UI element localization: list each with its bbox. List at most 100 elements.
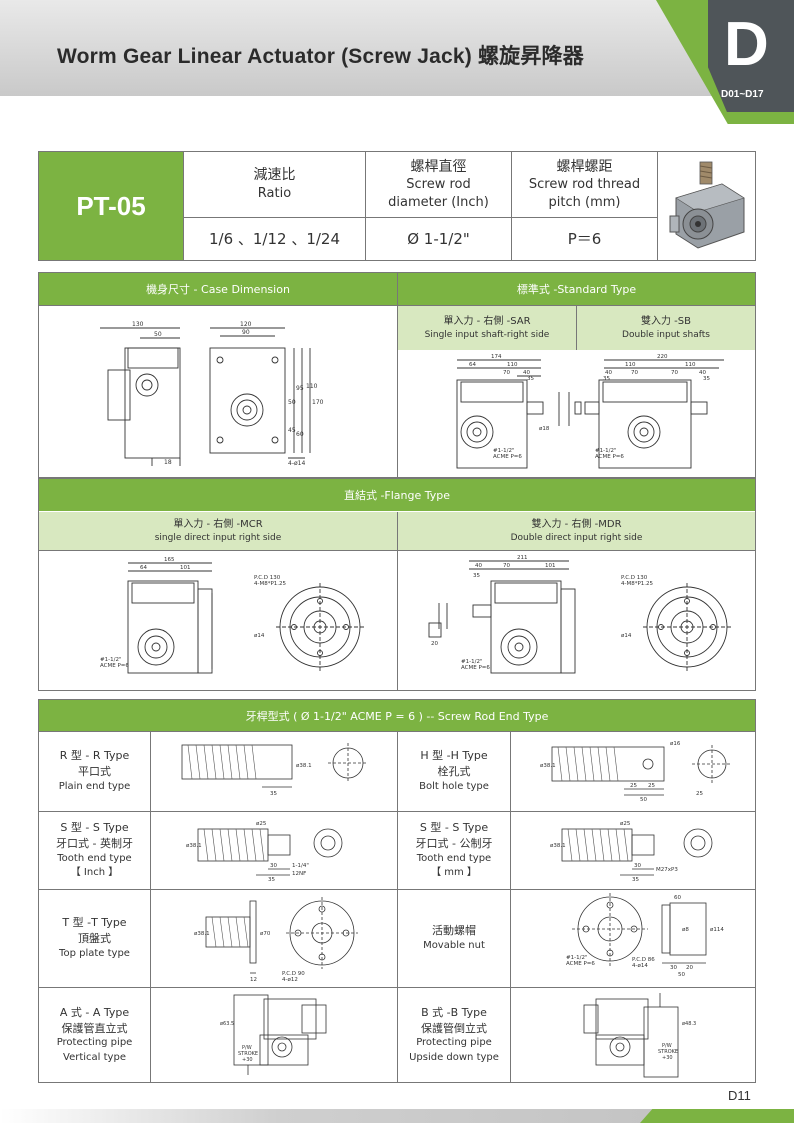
s-mm-dim: 30 [634, 863, 641, 869]
b-type-dim: P/W [662, 1043, 672, 1049]
mdr-label-en: Double direct input right side [510, 532, 643, 543]
b-type-dim: ø48.3 [682, 1021, 696, 1027]
header-band [0, 0, 794, 96]
divider [39, 731, 755, 732]
r-type-dim: 35 [270, 791, 277, 797]
case-dim-label: 45 [288, 427, 296, 434]
mdr-dim-label: 70 [503, 563, 510, 569]
t-type-dim: 4-ø12 [282, 977, 298, 983]
rod-type-en: Movable nut [423, 940, 485, 952]
s-inch-drawing: ø38.1 ø25 30 35 1-1/4" 12NF [186, 821, 343, 883]
h-type-dim: 25 [630, 783, 637, 789]
sb-dim-label: 220 [657, 354, 668, 360]
section-tab [708, 0, 794, 112]
h-type-dim: ø38.1 [540, 763, 556, 769]
sb-dim-label: #1-1/2" [595, 448, 616, 454]
sb-label-zh: 雙入力 -SB [641, 315, 691, 327]
rod-type-en: Protecting pipe [56, 1037, 133, 1049]
sb-dim-label: 35 [603, 376, 610, 382]
divider [39, 550, 755, 551]
rod-type-code: S 型 - S Type [60, 821, 129, 835]
ratio-header: 減速比 Ratio [183, 152, 365, 218]
case-dim-label: 18 [164, 459, 172, 466]
s-inch-dim: ø25 [256, 821, 267, 827]
mdr-dim-label: 4-M8*P1.25 [621, 581, 654, 587]
case-dim-label: 50 [154, 331, 162, 338]
sb-dim-label: 40 [605, 370, 612, 376]
mdr-dim-label: 211 [517, 555, 528, 561]
case-dim-label: 120 [240, 321, 252, 328]
nut-dim: 60 [674, 895, 681, 901]
rod-type-zh: 保護管倒立式 [421, 1021, 487, 1035]
divider [397, 512, 398, 690]
page-code: D11 [728, 1088, 751, 1103]
case-dim-label: 4-ø14 [288, 460, 305, 467]
case-dim-label: 60 [296, 431, 304, 438]
rod-type-label: A 式 - A Type 保護管直立式 Protecting pipe Vert… [39, 988, 150, 1082]
rod-type-zh: 栓孔式 [437, 765, 471, 779]
rod-type-zh: 平口式 [78, 765, 111, 779]
rod-type-en: Plain end type [58, 781, 131, 793]
diameter-value: Ø 1-1/2" [365, 218, 511, 260]
s-inch-dim: 30 [270, 863, 277, 869]
mdr-label: 雙入力 - 右側 -MDR Double direct input right … [398, 512, 755, 550]
ratio-header-en: Ratio [257, 186, 292, 202]
rod-type-code: 活動螺帽 [432, 924, 476, 938]
nut-dim: 30 [670, 965, 677, 971]
divider [397, 731, 398, 1082]
a-type-dim: P/W [242, 1045, 252, 1051]
rod-type-code: R 型 - R Type [59, 749, 130, 763]
t-type-dim: ø38.1 [194, 931, 210, 937]
divider [39, 305, 755, 306]
t-type-drawing: ø38.1 ø70 12 P.C.D 90 4-ø12 [194, 897, 358, 983]
s-mm-dim: M27xP3 [656, 867, 678, 873]
mdr-drawing: 211 40 70 101 35 20 P.C.D 130 4-M8*P1.25… [428, 555, 731, 674]
sar-label: 單入力 - 右側 -SAR Single input shaft-right s… [398, 306, 576, 350]
page-title: Worm Gear Linear Actuator (Screw Jack) 螺… [57, 45, 584, 68]
r-type-dim: ø38.1 [296, 763, 312, 769]
mcr-dim-label: ø14 [254, 633, 265, 639]
footer-accent [640, 1109, 794, 1123]
rod-type-en2: Upside down type [409, 1051, 499, 1063]
sb-dim-label: 110 [625, 362, 636, 368]
diameter-header-en1: Screw rod [406, 177, 471, 193]
mdr-dim-label: 40 [475, 563, 482, 569]
flange-type-title: 直結式 -Flange Type [39, 479, 755, 511]
t-type-dim: P.C.D 90 [282, 971, 305, 977]
rod-type-zh: 頂盤式 [78, 932, 111, 946]
nut-dim: 50 [678, 972, 685, 978]
rod-type-en2: 【 mm 】 [431, 867, 477, 879]
rod-type-zh: 牙口式 - 英制牙 [56, 837, 133, 850]
sar-dim-label: 64 [469, 362, 476, 368]
mdr-dim-label: ø14 [621, 633, 632, 639]
rod-type-label: T 型 -T Type 頂盤式 Top plate type [39, 890, 150, 987]
sb-dim-label: 70 [631, 370, 638, 376]
mdr-label-zh: 雙入力 - 右側 -MDR [531, 518, 622, 530]
ratio-value: 1/6 、1/12 、1/24 [183, 218, 365, 260]
rod-type-zh: 保護管直立式 [61, 1021, 128, 1035]
rod-type-label: S 型 - S Type 牙口式 - 英制牙 Tooth end type 【 … [39, 812, 150, 889]
mdr-dim-label: P.C.D 130 [621, 575, 648, 581]
s-mm-dim: ø25 [620, 821, 631, 827]
standard-type-title: 標準式 -Standard Type [398, 273, 755, 305]
mdr-dim-label: ACME P=6 [461, 665, 490, 671]
pitch-header-en1: Screw rod thread [528, 177, 641, 193]
t-type-dim: 12 [250, 977, 257, 983]
divider [397, 273, 398, 477]
rod-type-title: 牙桿型式 ( Ø 1-1/2" ACME P = 6 ) -- Screw Ro… [39, 700, 755, 731]
h-type-dim: 25 [648, 783, 655, 789]
b-type-dim: STROKE [658, 1049, 678, 1055]
mcr-label: 單入力 - 右側 -MCR single direct input right … [39, 512, 397, 550]
b-type-drawing: ø48.3 P/W STROKE +30 [583, 993, 696, 1078]
mdr-dim-label: 101 [545, 563, 556, 569]
rod-type-code: H 型 -H Type [420, 749, 488, 763]
rod-type-label: H 型 -H Type 栓孔式 Bolt hole type [398, 732, 510, 811]
rod-type-en: Tooth end type [57, 852, 132, 864]
diameter-header-en2: diameter (Inch) [388, 194, 489, 210]
model-name: PT-05 [39, 152, 183, 260]
section-letter: D [724, 10, 769, 79]
mcr-dim-label: 4-M8*P1.25 [254, 581, 287, 587]
case-dim-label: 130 [132, 321, 144, 328]
sb-label-en: Double input shafts [622, 329, 710, 340]
sar-dim-label: 70 [503, 370, 510, 376]
